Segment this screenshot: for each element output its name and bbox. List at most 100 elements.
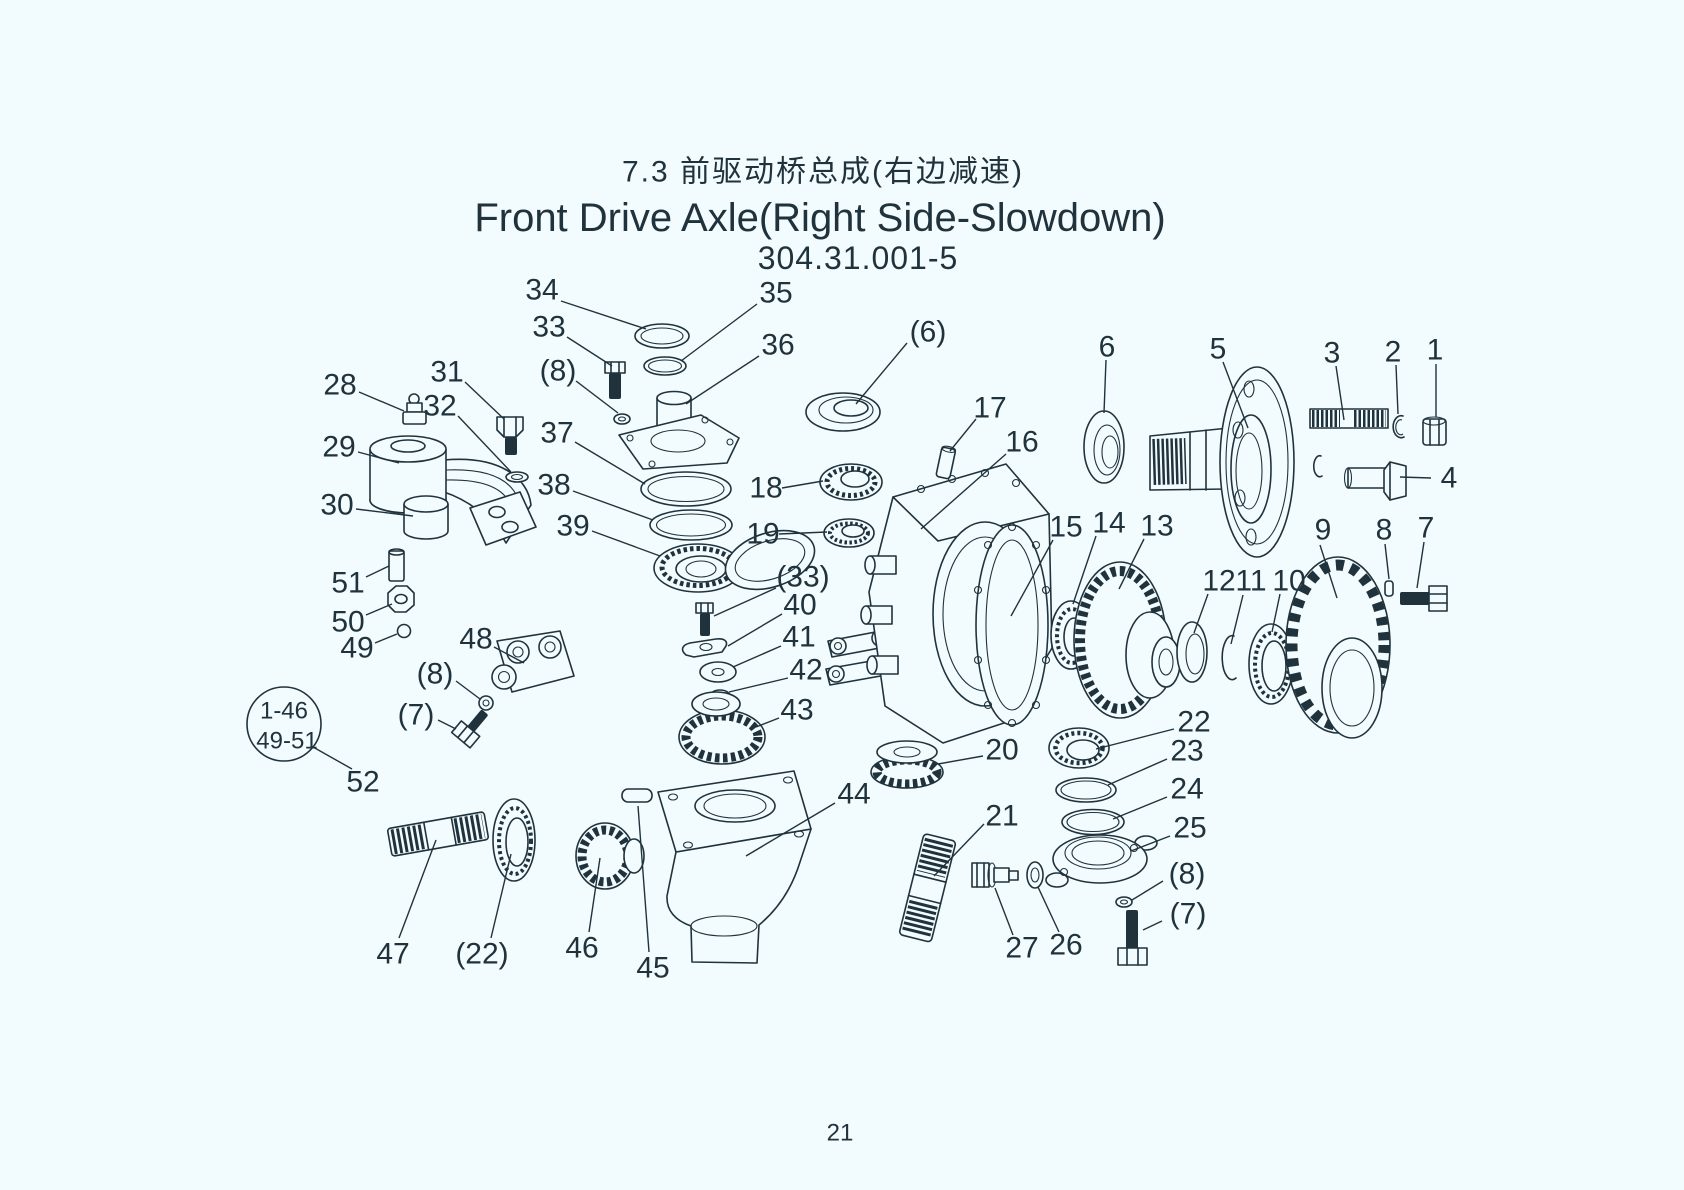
callout-label-6: 6 bbox=[1099, 331, 1116, 364]
part-50-nut bbox=[387, 585, 415, 613]
part-47-pinion-shaft bbox=[386, 811, 490, 857]
callout-label-32: 32 bbox=[423, 390, 456, 423]
part-27-breather-bolt bbox=[971, 862, 1019, 888]
part-26-seal bbox=[1026, 861, 1044, 889]
part-21-splined-shaft bbox=[898, 833, 957, 943]
callout-label-8-top: (8) bbox=[540, 355, 577, 388]
callout-leader-52 bbox=[312, 746, 353, 770]
part-46-bevel-gear bbox=[575, 822, 645, 890]
part-8-pin bbox=[1384, 580, 1394, 597]
part-36-bearing-cover bbox=[618, 390, 740, 470]
callout-47: 47 bbox=[376, 839, 437, 971]
title-english: Front Drive Axle(Right Side-Slowdown) bbox=[474, 196, 1165, 240]
callout-7-left: (7) bbox=[398, 699, 457, 732]
callout-label-25: 25 bbox=[1173, 812, 1206, 845]
callout-14: 14 bbox=[1072, 507, 1126, 605]
callout-13: 13 bbox=[1118, 510, 1174, 590]
callout-leader-2 bbox=[1395, 364, 1399, 415]
callout-leader-35 bbox=[680, 303, 758, 362]
callout-32: 32 bbox=[423, 390, 512, 473]
callout-44: 44 bbox=[745, 778, 871, 857]
callout-52: 52 bbox=[312, 746, 380, 799]
part-6-seal-ref bbox=[805, 392, 881, 432]
callout-leader-47 bbox=[398, 839, 437, 939]
callout-33-ref: (33) bbox=[713, 561, 830, 617]
callout-label-2: 2 bbox=[1385, 336, 1402, 369]
callout-label-49: 49 bbox=[340, 632, 373, 665]
callout-label-42: 42 bbox=[789, 654, 822, 687]
callout-35: 35 bbox=[680, 277, 793, 362]
callout-33: 33 bbox=[532, 311, 613, 367]
callout-8-bot: (8) bbox=[1131, 858, 1205, 901]
callout-leader-30 bbox=[355, 508, 414, 517]
callout-leader-24 bbox=[1112, 796, 1168, 820]
callout-label-52: 52 bbox=[346, 766, 379, 799]
callout-leader-45 bbox=[637, 805, 650, 953]
part-7-bolt-right bbox=[1400, 585, 1448, 612]
callout-label-33: 33 bbox=[532, 311, 565, 344]
part-34-oring bbox=[634, 323, 690, 349]
callout-leader-28 bbox=[358, 391, 405, 412]
callout-18: 18 bbox=[749, 472, 824, 505]
callout-7: 7 bbox=[1416, 512, 1434, 589]
part-4-bolt bbox=[1343, 461, 1407, 501]
callout-label-1: 1 bbox=[1427, 334, 1444, 367]
callout-3: 3 bbox=[1324, 337, 1345, 421]
callout-leader-37 bbox=[574, 441, 646, 485]
callout-leader-48 bbox=[493, 646, 525, 664]
callout-38: 38 bbox=[537, 469, 654, 521]
part-51-pin bbox=[388, 548, 405, 582]
callout-leader-46 bbox=[588, 857, 601, 933]
part-49-ball bbox=[396, 623, 412, 639]
callout-label-14: 14 bbox=[1092, 507, 1125, 540]
callout-label-26: 26 bbox=[1049, 929, 1082, 962]
part-12-seal bbox=[1176, 621, 1208, 683]
callout-label-35: 35 bbox=[759, 277, 792, 310]
part-40-lock-plate bbox=[681, 638, 728, 658]
part-spring-washer-small bbox=[1312, 454, 1323, 478]
callout-label-4: 4 bbox=[1441, 462, 1458, 495]
callout-leader-8-left bbox=[455, 680, 481, 700]
callout-label-19: 19 bbox=[746, 518, 779, 551]
callout-5: 5 bbox=[1210, 333, 1249, 429]
callout-25: 25 bbox=[1130, 812, 1207, 852]
callout-leader-33-ref bbox=[713, 587, 777, 617]
callout-leader-13 bbox=[1118, 538, 1145, 590]
part-25-bearing-cap bbox=[1045, 834, 1158, 888]
callout-leader-15 bbox=[1010, 539, 1054, 617]
part-15-gasket bbox=[973, 522, 1051, 728]
callout-leader-18 bbox=[781, 480, 824, 489]
callout-label-12: 12 bbox=[1202, 565, 1235, 598]
callout-29: 29 bbox=[322, 431, 400, 464]
callout-label-6-ref: (6) bbox=[910, 316, 947, 349]
part-31-bolt bbox=[496, 416, 524, 455]
callout-label-28: 28 bbox=[323, 369, 356, 402]
callout-34: 34 bbox=[525, 274, 647, 330]
callout-leader-10 bbox=[1271, 593, 1281, 633]
callout-leader-38 bbox=[572, 490, 654, 521]
callout-8-top: (8) bbox=[540, 355, 619, 414]
callout-24: 24 bbox=[1112, 773, 1204, 820]
callout-37: 37 bbox=[540, 417, 646, 485]
callout-label-21: 21 bbox=[985, 800, 1018, 833]
callout-label-11: 11 bbox=[1235, 565, 1266, 598]
part-6-seal bbox=[1083, 410, 1125, 484]
callout-22-ref: (22) bbox=[455, 853, 512, 971]
callout-leader-43 bbox=[755, 717, 780, 728]
callout-label-9: 9 bbox=[1315, 514, 1332, 547]
note-range-2: 49-51 bbox=[256, 728, 317, 755]
callout-leader-14 bbox=[1072, 535, 1097, 605]
callout-leader-23 bbox=[1107, 758, 1168, 786]
callout-leader-44 bbox=[745, 802, 836, 857]
callout-43: 43 bbox=[755, 694, 814, 728]
part-2-spring-washer bbox=[1392, 414, 1405, 439]
part-39-bearing bbox=[653, 543, 743, 593]
callout-19: 19 bbox=[746, 518, 828, 551]
callout-leader-42 bbox=[728, 677, 789, 693]
callout-leader-6-ref bbox=[855, 342, 908, 405]
callout-41: 41 bbox=[732, 621, 816, 668]
callout-leader-7-bot bbox=[1142, 920, 1163, 931]
callout-11: 11 bbox=[1230, 565, 1267, 645]
callout-leader-22-ref bbox=[490, 853, 512, 939]
callout-leader-21 bbox=[933, 823, 985, 877]
